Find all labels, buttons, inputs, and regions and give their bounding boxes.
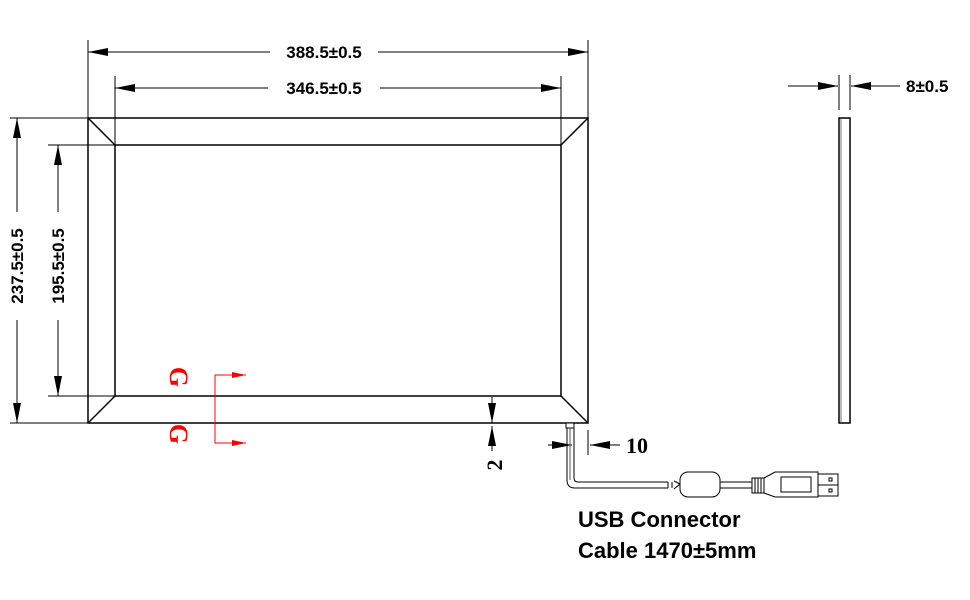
dimension-outer-height: 237.5±0.5 — [8, 118, 27, 423]
section-marker-g: G G — [164, 367, 246, 446]
side-view: 8±0.5 — [788, 75, 948, 424]
cable-horizontal-offset-label: 10 — [626, 433, 648, 458]
outer-frame-outline — [87, 117, 589, 424]
section-label-top: G — [164, 367, 193, 387]
corner-bevel-tl — [87, 117, 116, 146]
cable-label-line1: USB Connector — [578, 507, 741, 532]
outer-width-label: 388.5±0.5 — [286, 43, 362, 62]
cable-ferrite-bead — [679, 471, 721, 498]
outer-height-label: 237.5±0.5 — [8, 228, 27, 304]
dimension-cable-horizontal-offset: 10 — [548, 430, 648, 458]
side-view-outline — [838, 117, 851, 424]
section-label-bottom: G — [164, 424, 193, 444]
cable-label-line2: Cable 1470±5mm — [578, 538, 756, 563]
cable-vertical-offset-label: 2 — [482, 460, 507, 471]
dimension-inner-width: 346.5±0.5 — [115, 79, 561, 98]
inner-width-label: 346.5±0.5 — [286, 79, 362, 98]
corner-bevel-tr — [560, 117, 589, 146]
inner-frame-outline — [114, 144, 562, 397]
dimension-cable-vertical-offset: 2 — [482, 397, 560, 471]
usb-cable — [565, 422, 839, 498]
inner-height-label: 195.5±0.5 — [49, 228, 68, 304]
corner-bevel-bl — [87, 395, 116, 424]
front-view-frame — [87, 117, 589, 424]
dimension-inner-height: 195.5±0.5 — [49, 145, 68, 396]
dimension-outer-width: 388.5±0.5 — [88, 43, 588, 62]
corner-bevel-br — [560, 395, 589, 424]
thickness-label: 8±0.5 — [906, 77, 948, 96]
